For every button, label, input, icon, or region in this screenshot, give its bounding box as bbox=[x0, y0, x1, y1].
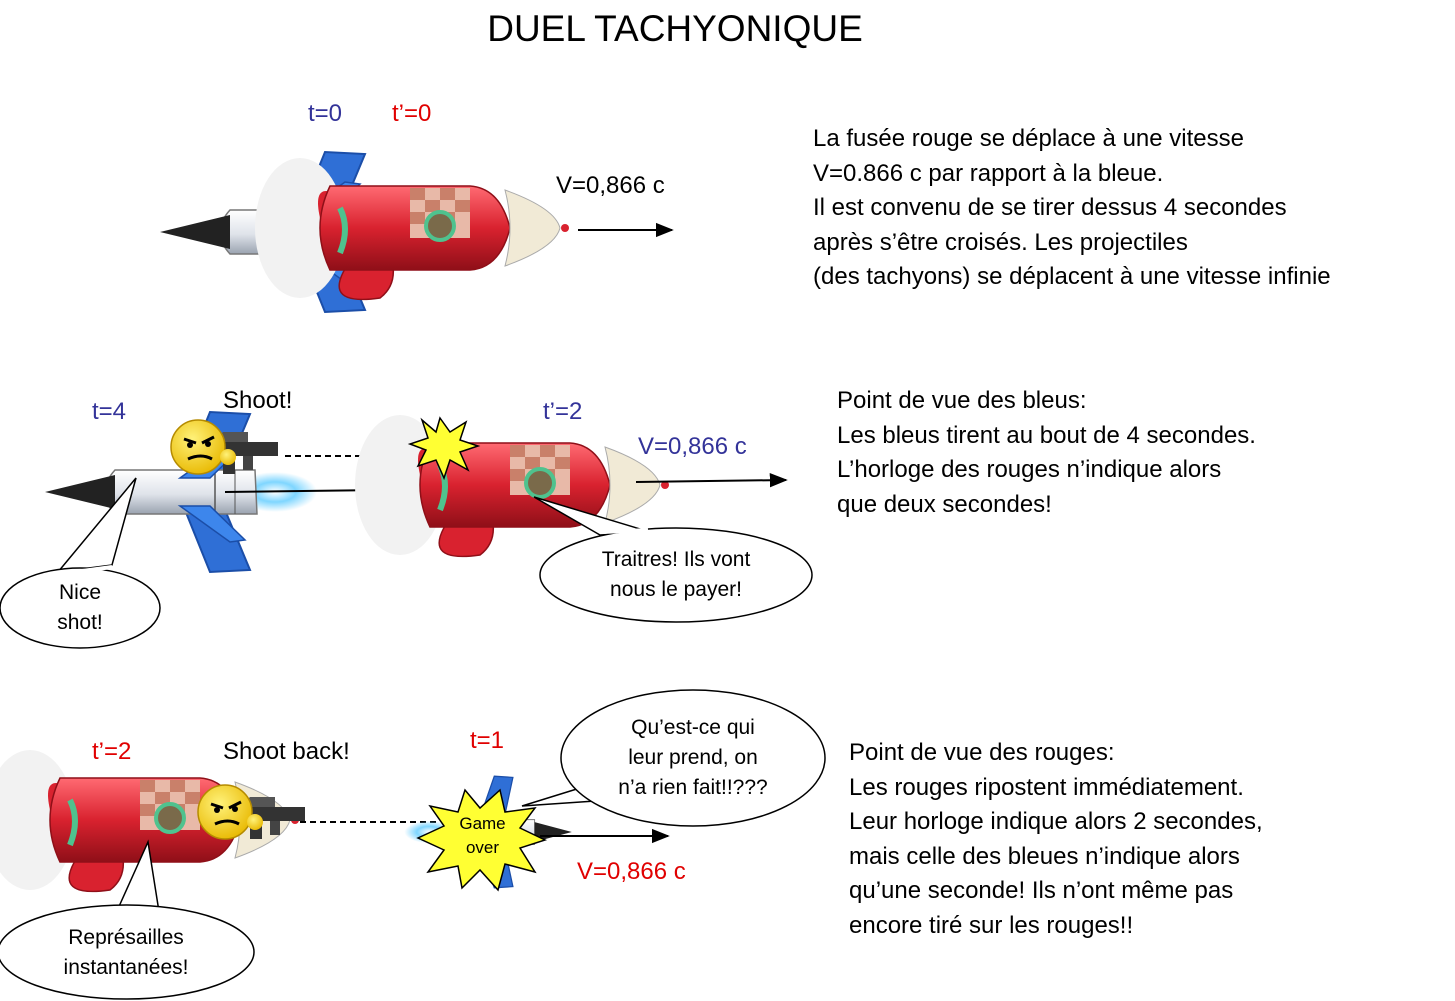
bubble-line: instantanées! bbox=[63, 956, 189, 979]
scene1-t-label: t=0 bbox=[308, 100, 343, 127]
text-line: encore tiré sur les rouges!! bbox=[849, 911, 1134, 939]
scene2-tprime-label: t’=2 bbox=[543, 398, 583, 425]
text-line: que deux secondes! bbox=[837, 490, 1052, 518]
text-line: Il est convenu de se tirer dessus 4 seco… bbox=[813, 194, 1287, 222]
explosion-line: Game bbox=[459, 814, 506, 833]
scene1-tprime-label: t’=0 bbox=[392, 100, 432, 127]
scene2-bubble-blue-shape bbox=[0, 477, 161, 649]
text-line: Point de vue des rouges: bbox=[849, 739, 1115, 766]
scene2-velocity-arrow bbox=[635, 473, 788, 488]
scene2-shout-label: Shoot! bbox=[223, 387, 293, 414]
bubble-line: leur prend, on bbox=[628, 746, 758, 769]
scene1-velocity-label: V=0,866 c bbox=[556, 172, 665, 199]
scene1-description: La fusée rouge se déplace à une vitesse … bbox=[813, 122, 1331, 295]
scene2-bubble-blue: Nice shot! bbox=[20, 578, 140, 638]
text-line: mais celle des bleues n’indique alors bbox=[849, 842, 1240, 870]
text-line: V=0.866 c par rapport à la bleue. bbox=[813, 159, 1164, 187]
text-line: Les bleus tirent au bout de 4 secondes. bbox=[837, 421, 1256, 449]
text-line: qu’une seconde! Ils n’ont même pas bbox=[849, 877, 1234, 905]
bubble-line: shot! bbox=[57, 611, 103, 634]
text-line: Les rouges ripostent immédiatement. bbox=[849, 773, 1244, 801]
scene3-bubble-red-shape bbox=[0, 839, 255, 1000]
scene3-tprime-label: t’=2 bbox=[92, 738, 132, 765]
scene2-velocity-label: V=0,866 c bbox=[638, 433, 747, 460]
scene3-velocity-label: V=0,866 c bbox=[577, 858, 686, 885]
bubble-line: Représailles bbox=[68, 926, 184, 949]
page-title: DUEL TACHYONIQUE bbox=[487, 8, 863, 49]
text-line: L’horloge des rouges n’indique alors bbox=[837, 456, 1222, 484]
text-line: La fusée rouge se déplace à une vitesse bbox=[813, 125, 1244, 152]
explosion-line: over bbox=[465, 838, 500, 857]
bubble-line: Qu’est-ce qui bbox=[631, 716, 755, 739]
text-line: Leur horloge indique alors 2 secondes, bbox=[849, 808, 1263, 836]
bubble-line: Traitres! Ils vont bbox=[601, 548, 751, 571]
scene1-red-rocket bbox=[255, 158, 569, 299]
text-line: après s’être croisés. Les projectiles bbox=[813, 228, 1188, 256]
scene2-explosion-icon bbox=[407, 416, 481, 481]
scene3-description: Point de vue des rouges: Les rouges ripo… bbox=[849, 736, 1263, 944]
scene3-bubble-blue-shape bbox=[521, 689, 826, 827]
scene3-shout-label: Shoot back! bbox=[223, 738, 350, 765]
text-line: (des tachyons) se déplacent à une vitess… bbox=[813, 263, 1331, 291]
bubble-line: nous le payer! bbox=[610, 578, 742, 601]
scene2-t-label: t=4 bbox=[92, 398, 127, 425]
scene3-explosion-icon bbox=[416, 788, 548, 892]
scene3-t-label: t=1 bbox=[470, 727, 505, 754]
scene3-bubble-red: Représailles instantanées! bbox=[30, 923, 222, 983]
text-line: Point de vue des bleus: bbox=[837, 387, 1087, 414]
scene2-bubble-red-shape bbox=[533, 496, 813, 623]
scene2-bubble-red: Traitres! Ils vont nous le payer! bbox=[556, 545, 796, 605]
scene2-description: Point de vue des bleus: Les bleus tirent… bbox=[837, 384, 1256, 522]
bubble-line: n’a rien fait!!??? bbox=[618, 776, 768, 799]
scene3-bubble-blue: Qu’est-ce qui leur prend, on n’a rien fa… bbox=[570, 713, 816, 803]
bubble-line: Nice bbox=[58, 581, 101, 604]
scene3-explosion-text: Game over bbox=[445, 812, 520, 860]
